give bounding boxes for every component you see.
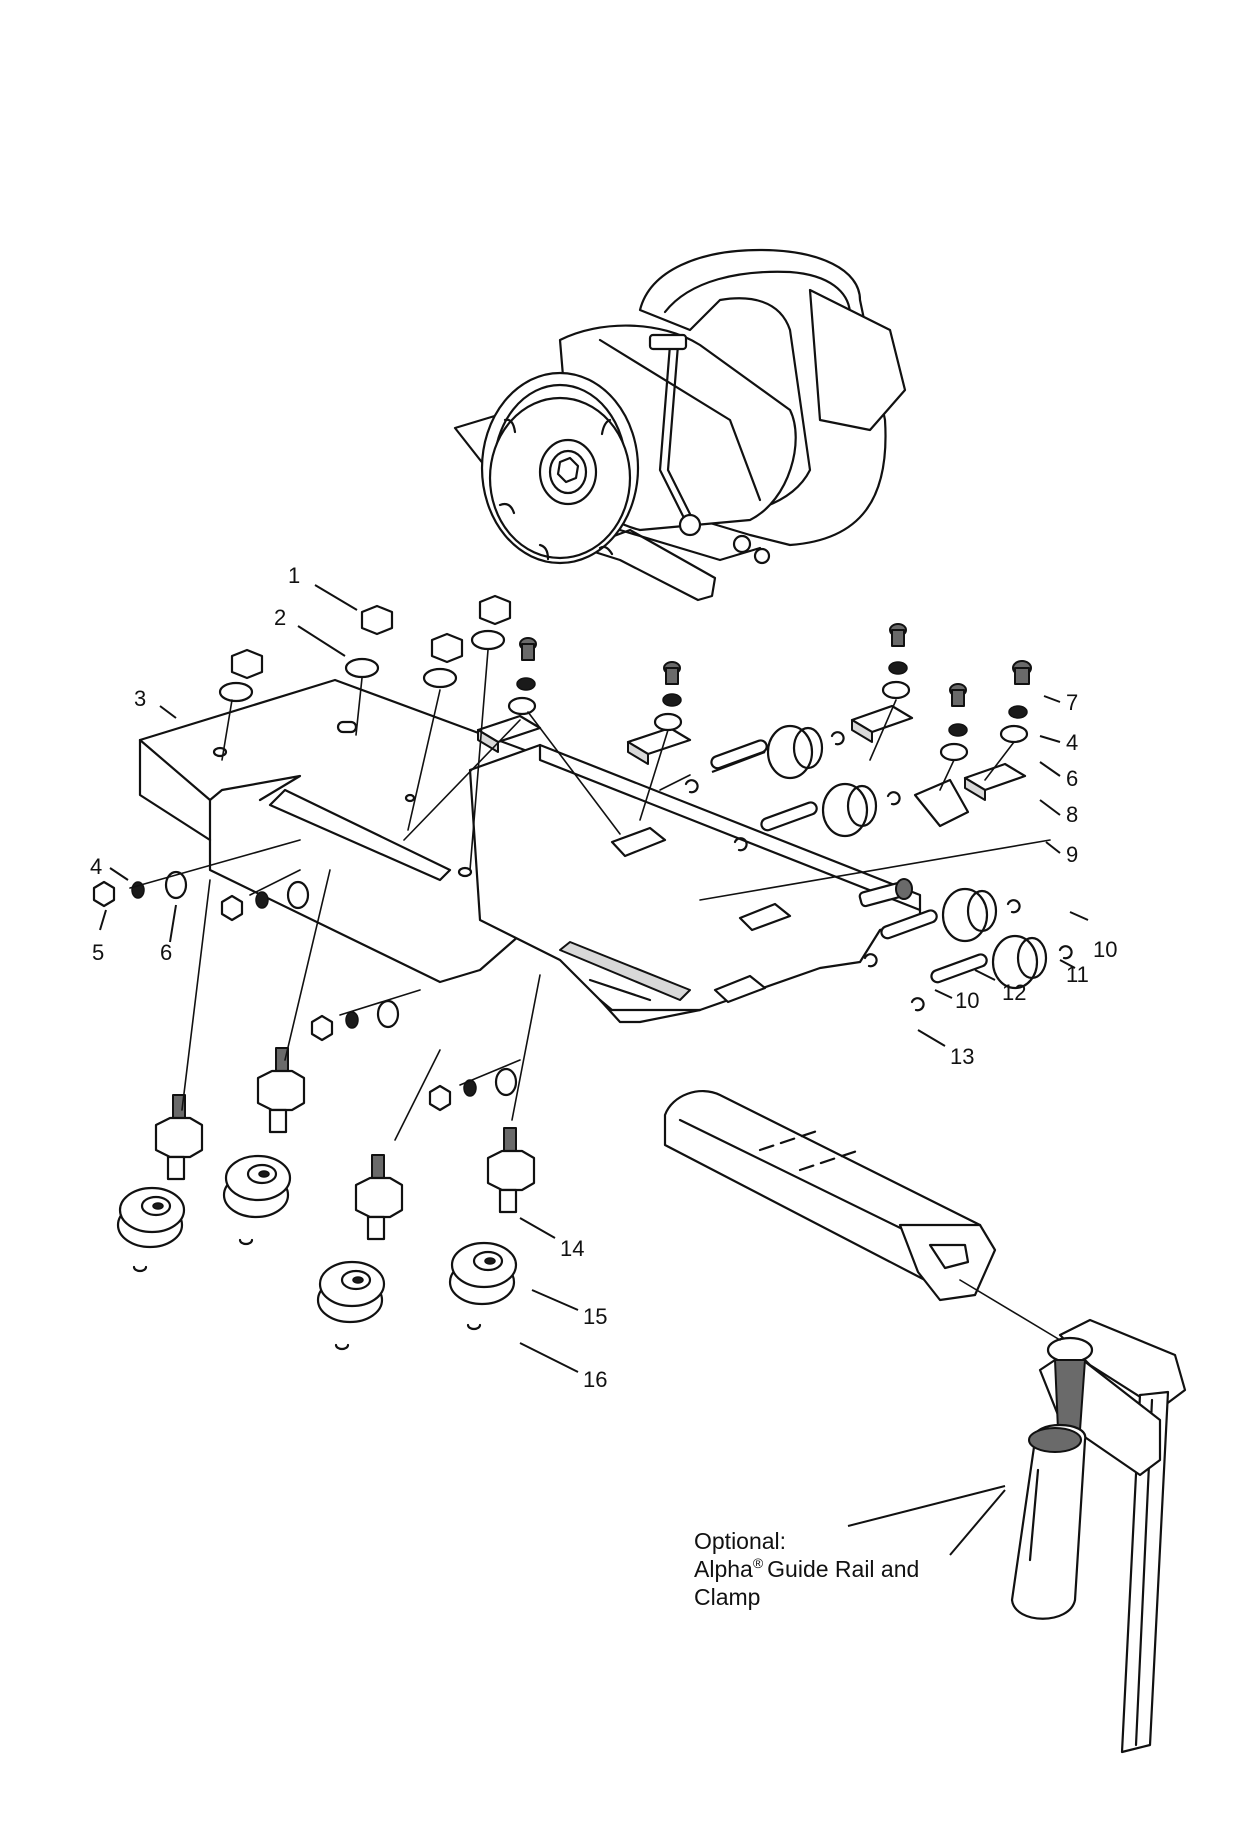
circular-saw-illustration	[453, 248, 907, 602]
roller-bracket-plate	[468, 743, 922, 1024]
roller-assemblies	[684, 724, 1073, 1012]
callout-10-right: 10	[1093, 937, 1117, 962]
callout-12: 12	[1002, 980, 1026, 1005]
callout-6-left: 6	[160, 940, 172, 965]
note-brand: Alpha	[694, 1556, 753, 1582]
top-nuts-washers	[218, 594, 512, 703]
callout-14: 14	[560, 1236, 584, 1261]
callout-4-left: 4	[90, 854, 102, 879]
note-line-1: Optional:	[694, 1528, 786, 1554]
callout-3: 3	[134, 686, 146, 711]
callout-10-lower: 10	[955, 988, 979, 1013]
callout-8: 8	[1066, 802, 1078, 827]
callout-4-right: 4	[1066, 730, 1078, 755]
callout-7: 7	[1066, 690, 1078, 715]
callout-2: 2	[274, 605, 286, 630]
callout-13: 13	[950, 1044, 974, 1069]
callout-15: 15	[583, 1304, 607, 1329]
note-line-3: Clamp	[694, 1584, 760, 1610]
callout-11: 11	[1066, 962, 1089, 987]
callout-6-right: 6	[1066, 766, 1078, 791]
leader-lines	[99, 584, 1089, 1556]
wheel-assemblies	[116, 1047, 536, 1351]
callout-labels: 1 2 3 4 5 6 7 4 6 8 9 10 11 10 12 13 14 …	[90, 563, 1117, 1392]
registered-mark: ®	[753, 1555, 764, 1571]
callout-16: 16	[583, 1367, 607, 1392]
callout-9: 9	[1066, 842, 1078, 867]
note-line-2-rest: Guide Rail and	[767, 1556, 919, 1582]
guide-rail	[663, 1090, 997, 1302]
callout-1: 1	[288, 563, 300, 588]
slide-pads	[476, 623, 1032, 1004]
assembly-centerlines	[129, 649, 1061, 1341]
clamp	[1010, 1318, 1187, 1754]
callout-5: 5	[92, 940, 104, 965]
optional-accessory-note: Optional: Alpha®Guide Rail and Clamp	[694, 1528, 919, 1610]
note-line-2: Alpha®Guide Rail and	[694, 1555, 919, 1582]
